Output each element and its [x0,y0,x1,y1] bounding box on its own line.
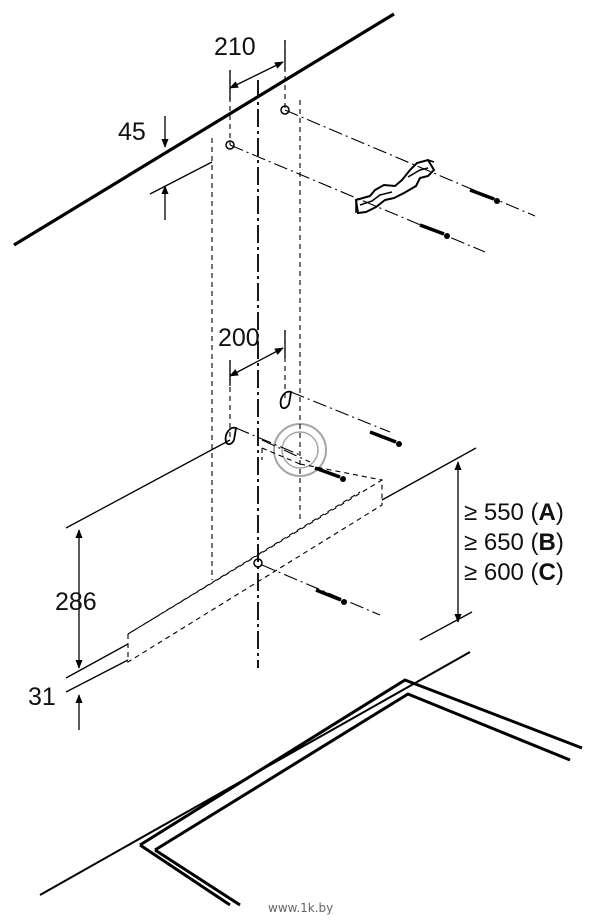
dimension-200: 200 [218,324,286,386]
hood-outline [127,447,383,663]
dimension-label-200: 200 [218,324,260,352]
clearance-requirements: ≥ 550 (A) ≥ 650 (B) ≥ 600 (C) [464,499,564,586]
dimension-label-286: 286 [55,588,97,616]
dimension-31: 31 [28,659,129,730]
dimension-label-210: 210 [214,33,256,61]
dimension-45: 45 [118,116,213,220]
watermark [273,423,327,477]
hob-outline [39,651,583,907]
top-screws [419,188,500,239]
ceiling-line [13,12,395,247]
lower-fixing [253,558,381,616]
top-fixing [225,105,536,253]
requirement-a: ≥ 550 (A) [464,499,564,526]
requirement-b: ≥ 650 (B) [464,529,564,556]
projection-guides [211,40,301,580]
requirement-c: ≥ 600 (C) [464,559,564,586]
middle-hooks [224,390,402,482]
dimension-label-45: 45 [118,118,146,146]
dimension-286: 286 [55,439,231,679]
mounting-bracket-icon [354,158,436,215]
watermark-text: www.1k.by [268,901,333,915]
dimension-210: 210 [214,33,286,100]
dimension-label-31: 31 [28,683,56,711]
dimension-height-above-hob [381,447,477,641]
